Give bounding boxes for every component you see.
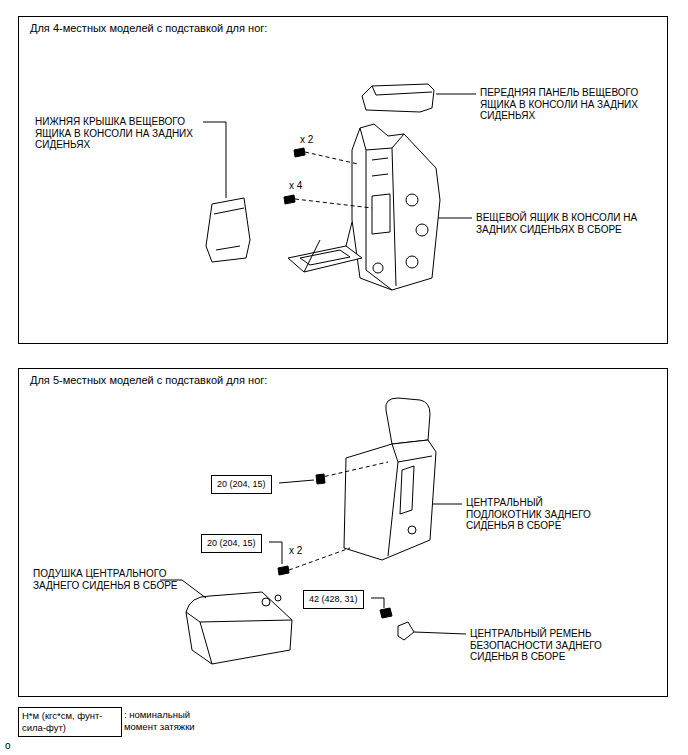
panel-heading: Для 5-местных моделей с подставкой для н… [30,374,267,387]
quantity: x 2 [289,545,319,557]
quantity: x 2 [300,134,330,146]
torque-value: 20 (204, 15) [217,479,266,490]
torque-value: 42 (428, 31) [309,594,358,605]
page-mark: o [5,740,25,752]
part-name: ЦЕНТРАЛЬНЫЙ РЕМЕНЬ БЕЗОПАСНОСТИ ЗАДНЕГО … [470,628,620,663]
part-name: ПЕРЕДНЯЯ ПАНЕЛЬ ВЕЩЕВОГО ЯЩИКА В КОНСОЛИ… [480,87,648,122]
torque-box: 20 (204, 15) [201,534,262,553]
legend-text: : номинальный момент затяжки [124,709,219,732]
variant-panel: Для 4-местных моделей с подставкой для н… [18,16,668,344]
torque-box: 20 (204, 15) [211,475,272,494]
quantity: x 4 [289,180,319,192]
torque-box: 42 (428, 31) [303,590,364,609]
part-name: ЦЕНТРАЛЬНЫЙ ПОДЛОКОТНИК ЗАДНЕГО СИДЕНЬЯ … [466,497,596,532]
torque-value: 20 (204, 15) [207,538,256,549]
part-name: ПОДУШКА ЦЕНТРАЛЬНОГО ЗАДНЕГО СИДЕНЬЯ В С… [33,568,183,591]
panel-heading: Для 4-местных моделей с подставкой для н… [30,22,267,35]
part-name: НИЖНЯЯ КРЫШКА ВЕЩЕВОГО ЯЩИКА В КОНСОЛИ Н… [35,116,201,151]
part-name: ВЕЩЕВОЙ ЯЩИК В КОНСОЛИ НА ЗАДНИХ СИДЕНЬЯ… [476,212,664,235]
torque-unit-box: Н*м (кгс*см, фунт-сила-фут) [18,707,122,737]
torque-value: Н*м (кгс*см, фунт-сила-фут) [22,710,118,734]
